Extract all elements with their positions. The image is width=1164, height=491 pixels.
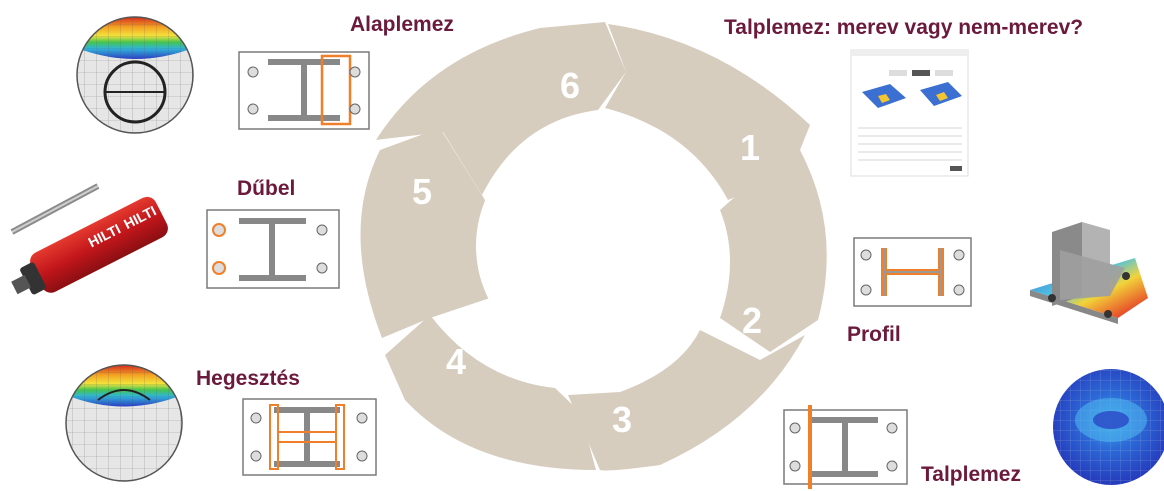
dubel-plate-diagram xyxy=(206,209,340,289)
fea-concrete-stress-image-top xyxy=(76,16,194,134)
title-profil: Profil xyxy=(847,323,901,346)
fea-plate-stress-image xyxy=(1053,369,1164,485)
step-number-6: 6 xyxy=(560,65,580,106)
alaplemez-plate-diagram xyxy=(238,51,370,130)
step-number-1: 1 xyxy=(740,127,760,168)
anchor-product-image: HILTI HILTI xyxy=(10,183,168,295)
step-number-4: 4 xyxy=(446,341,466,382)
step-number-5: 5 xyxy=(412,171,432,212)
cycle-segment-4 xyxy=(385,315,596,470)
title-talplemez: Talplemez xyxy=(921,463,1021,486)
cycle-segment-1 xyxy=(605,24,810,200)
cycle-ring xyxy=(360,22,827,471)
step-numbers: 1 2 3 4 5 6 xyxy=(412,65,762,440)
cycle-segment-6 xyxy=(376,22,626,195)
rigidity-dialog-thumbnail xyxy=(850,49,969,177)
cycle-segment-2 xyxy=(720,150,827,352)
title-talplemez-question: Talplemez: merev vagy nem-merev? xyxy=(724,16,1083,39)
hegesztes-plate-diagram xyxy=(242,398,377,476)
step-number-2: 2 xyxy=(742,300,762,341)
column-base-3d-model xyxy=(1030,222,1148,324)
cycle-segment-5 xyxy=(360,128,490,338)
fea-concrete-stress-image-bottom xyxy=(65,364,183,482)
title-dubel: Dűbel xyxy=(237,177,295,200)
cycle-segment-3 xyxy=(568,330,805,471)
title-alaplemez: Alaplemez xyxy=(350,13,454,36)
profil-plate-diagram xyxy=(853,237,972,307)
talplemez-plate-diagram xyxy=(783,405,908,489)
title-hegesztes: Hegesztés xyxy=(196,367,300,390)
step-number-3: 3 xyxy=(612,399,632,440)
